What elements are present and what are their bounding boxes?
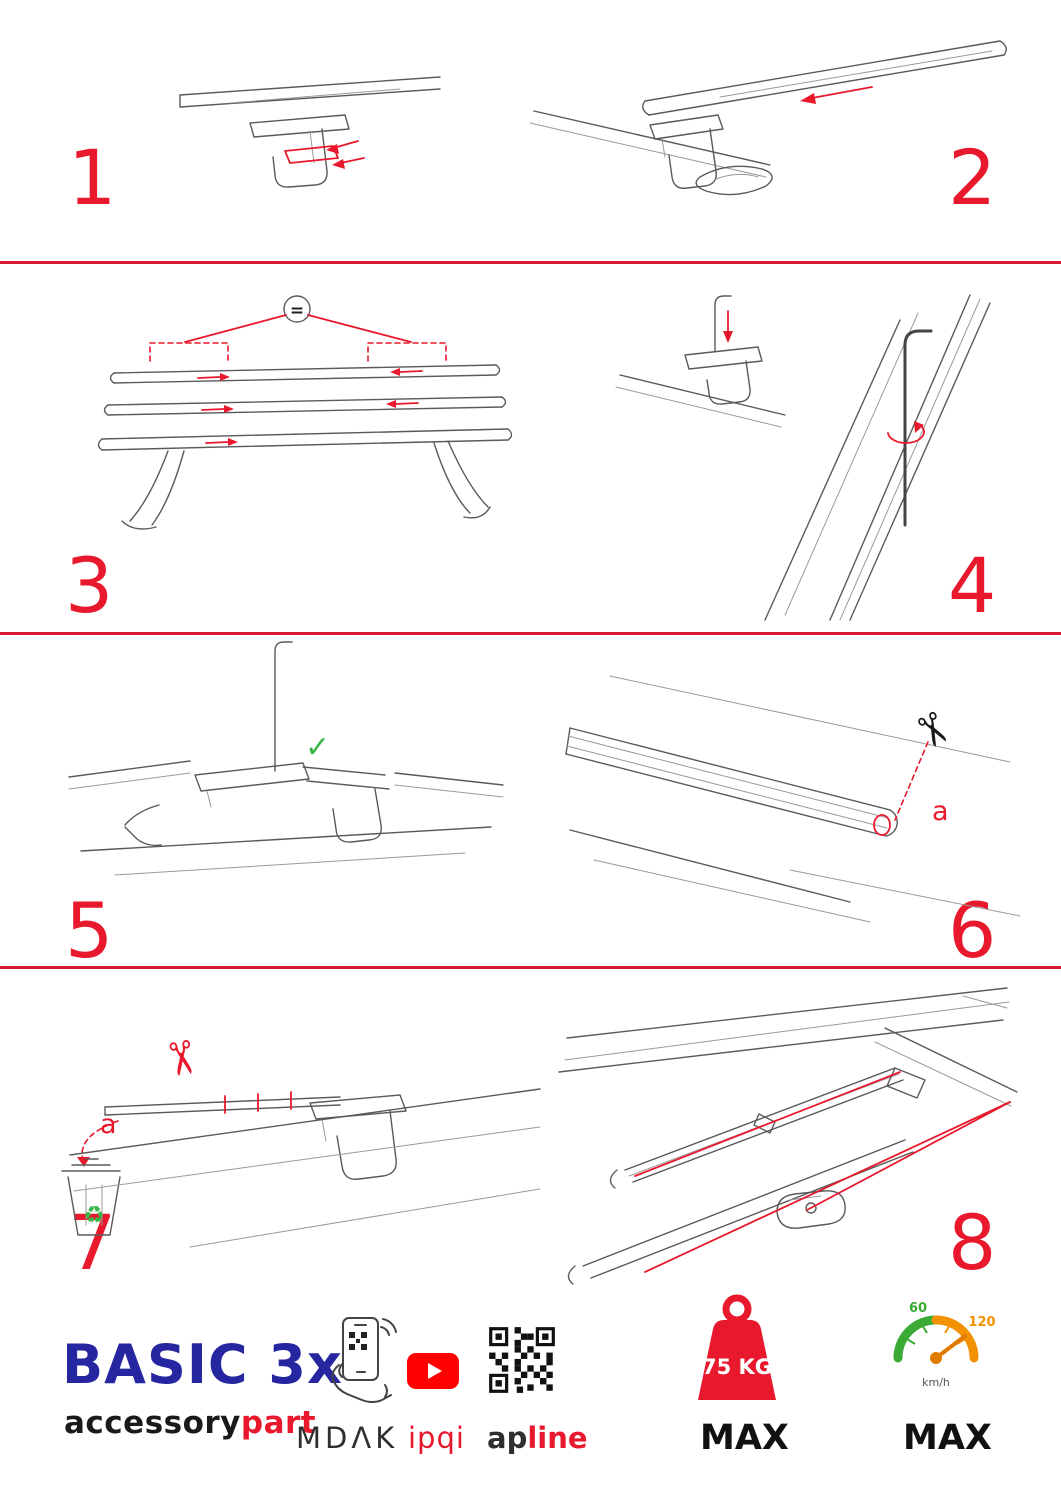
centering-arrows-red <box>197 368 423 446</box>
step-4-number: 4 <box>948 541 997 630</box>
foot-pad-sketch <box>695 165 773 196</box>
brand-logo-right: part <box>240 1405 317 1441</box>
step-8-number: 8 <box>948 1198 997 1287</box>
locking-pin-sketch <box>274 641 293 772</box>
equal-spacing-callout: = <box>149 295 447 362</box>
step-2-number: 2 <box>948 133 997 222</box>
brand-logo-left: accessory <box>64 1405 241 1441</box>
insert-plate-red <box>284 140 365 169</box>
tbolt-detail-sketch <box>753 1113 846 1229</box>
check-icon: ✓ <box>305 730 330 765</box>
roof-sketch <box>558 987 1018 1107</box>
divider-1 <box>0 261 1061 264</box>
qr-code-icon <box>489 1327 555 1393</box>
step-5-number: 5 <box>65 886 114 975</box>
step-3-illustration: = <box>97 295 513 530</box>
slide-arrow-red <box>800 86 873 104</box>
step-3-number: 3 <box>65 541 114 630</box>
ceiling-sketch <box>69 1088 541 1248</box>
cut-label-a: a <box>932 796 949 827</box>
equals-label: = <box>290 301 304 321</box>
step-1-number: 1 <box>68 133 117 222</box>
partner-apline-right: line <box>527 1421 588 1455</box>
youtube-icon <box>407 1353 459 1389</box>
partner-apline: apline <box>487 1421 588 1455</box>
step-4-illustration <box>615 294 991 621</box>
crossbar-sketch <box>642 40 1007 116</box>
speed-unit-label: km/h <box>922 1376 950 1389</box>
side-rail-sketch <box>764 294 991 621</box>
step-6-illustration: ✂ a <box>565 675 1021 923</box>
partner-ipqi: ipqi <box>408 1421 465 1455</box>
speed-max-label: MAX <box>903 1418 992 1458</box>
step-2-illustration <box>529 40 1007 196</box>
scissors-icon-red: ✂ <box>151 1035 211 1082</box>
step-7-illustration: ✂ a ♻ <box>61 1035 541 1248</box>
pin-clamp-sketch <box>615 295 786 428</box>
crossbars-sketch <box>97 364 513 451</box>
speedometer-icon: 60 120 km/h <box>893 1301 996 1389</box>
phone-qr-icon <box>331 1317 397 1403</box>
divider-2 <box>0 632 1061 635</box>
clamp-assembly-sketch <box>124 762 390 847</box>
trash-bin-sketch: ♻ <box>61 1158 121 1236</box>
feet-sketch <box>121 440 491 530</box>
clamp-sketch <box>249 114 350 188</box>
strip-sketch <box>104 1091 341 1116</box>
clamp-sketch <box>649 114 724 189</box>
roof-sketch <box>68 760 504 876</box>
allen-key-sketch <box>887 329 933 527</box>
weight-max-label: MAX <box>700 1418 789 1458</box>
recycle-icon: ♻ <box>83 1201 105 1229</box>
step-7-number: 7 <box>68 1198 117 1287</box>
partner-apline-left: ap <box>487 1421 528 1455</box>
max-weight-icon: 75 KG <box>698 1294 776 1400</box>
brand-logo: accessorypart <box>64 1405 316 1441</box>
partner-mdak: MDΛK <box>296 1421 399 1455</box>
step-1-illustration <box>179 76 441 188</box>
product-name: BASIC 3x <box>62 1333 343 1396</box>
cut-detail-red <box>873 741 929 836</box>
roof-sketch <box>569 675 1021 923</box>
divider-3 <box>0 966 1061 969</box>
step-6-number: 6 <box>948 886 997 975</box>
clamp-sketch <box>309 1094 407 1180</box>
leader-lines-red <box>634 1071 1011 1273</box>
crossbars-sketch <box>567 1067 926 1285</box>
speed-low-label: 60 <box>909 1301 927 1316</box>
speed-high-label: 120 <box>968 1315 995 1330</box>
bar-channel-sketch <box>565 727 898 837</box>
step-5-illustration: ✓ <box>68 641 504 876</box>
weight-value: 75 KG <box>702 1355 772 1379</box>
step-8-illustration <box>558 987 1018 1285</box>
roof-rail-sketch <box>179 76 441 108</box>
